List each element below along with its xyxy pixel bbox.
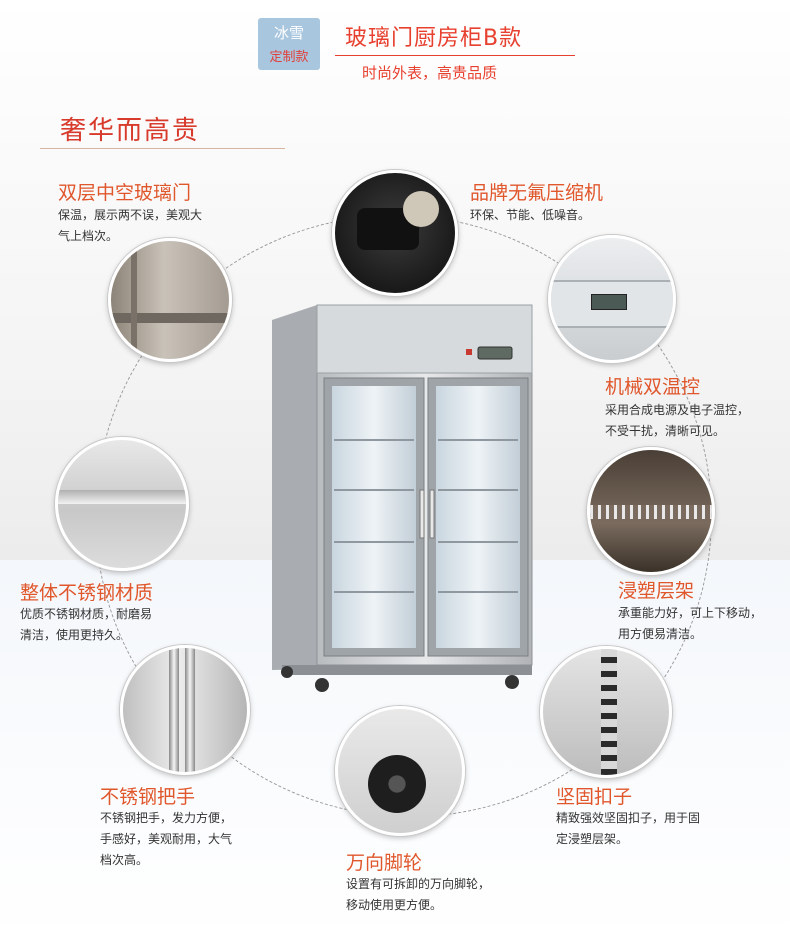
glass-door-frame (131, 241, 137, 359)
section-title: 奢华而高贵 (60, 116, 201, 146)
buckle-photo (540, 646, 672, 778)
feature-glass-desc: 保温，展示两不误，美观大 气上档次。 (58, 205, 202, 247)
thermostat-photo (548, 235, 676, 363)
feature-thermostat-line1: 采用合成电源及电子温控， (605, 403, 750, 417)
product-title: 玻璃门厨房柜B款 (345, 26, 523, 51)
compressor-fan (403, 191, 439, 227)
feature-shelf-desc: 承重能力好，可上下移动， 用方便易清洁。 (618, 603, 762, 645)
feature-caster-line2: 移动使用更方便。 (346, 898, 443, 912)
fridge-illustration (272, 304, 533, 692)
edition-badge: 冰雪 定制款 (258, 18, 320, 70)
badge-line2: 定制款 (269, 50, 309, 65)
feature-handle-desc: 不锈钢把手，发力方便， 手感好，美观耐用，大气 档次高。 (100, 808, 232, 871)
feature-buckle-line1: 精致强效坚固扣子，用于固 (556, 811, 701, 825)
product-subtitle: 时尚外表，高贵品质 (362, 64, 498, 82)
caster-photo (335, 706, 465, 836)
steel-edge (58, 490, 186, 504)
feature-thermostat-line2: 不受干扰，清晰可见。 (605, 424, 726, 438)
feature-glass-title: 双层中空玻璃门 (58, 182, 192, 204)
buckle-slot-strip (601, 649, 617, 775)
handle-bar-left (169, 648, 179, 772)
caster-wheel (368, 755, 426, 813)
feature-thermostat-title: 机械双温控 (605, 376, 701, 398)
shelf-photo (587, 447, 715, 575)
feature-steel-title: 整体不锈钢材质 (20, 582, 154, 604)
steel-material-photo (55, 437, 189, 571)
glass-door-photo (108, 238, 232, 362)
feature-shelf-line2: 用方便易清洁。 (618, 627, 703, 641)
feature-shelf-line1: 承重能力好，可上下移动， (618, 606, 763, 620)
feature-handle-line3: 档次高。 (100, 853, 149, 867)
feature-buckle-desc: 精致强效坚固扣子，用于固 定浸塑层架。 (556, 808, 700, 850)
feature-caster-line1: 设置有可拆卸的万向脚轮， (346, 877, 491, 891)
feature-caster-title: 万向脚轮 (346, 852, 423, 874)
feature-steel-line2: 清洁，使用更持久。 (20, 628, 129, 642)
thermostat-display (591, 294, 627, 310)
feature-shelf-title: 浸塑层架 (618, 580, 695, 602)
feature-compressor-desc: 环保、节能、低噪音。 (470, 205, 590, 226)
feature-caster-desc: 设置有可拆卸的万向脚轮， 移动使用更方便。 (346, 874, 490, 916)
feature-compressor-line1: 环保、节能、低噪音。 (470, 208, 591, 222)
feature-handle-title: 不锈钢把手 (100, 786, 196, 808)
feature-glass-line1: 保温，展示两不误，美观大 (58, 208, 203, 222)
feature-handle-line2: 手感好，美观耐用，大气 (100, 832, 233, 846)
section-divider (40, 148, 285, 149)
handle-bar-right (185, 648, 195, 772)
feature-steel-desc: 优质不锈钢材质，耐磨易 清洁，使用更持久。 (20, 604, 152, 646)
feature-compressor-title: 品牌无氟压缩机 (470, 182, 604, 204)
handle-photo (120, 645, 250, 775)
glass-door-edge (111, 313, 229, 323)
feature-handle-line1: 不锈钢把手，发力方便， (100, 811, 233, 825)
shelf-rack (590, 505, 712, 519)
feature-buckle-line2: 定浸塑层架。 (556, 832, 629, 846)
badge-line1: 冰雪 (273, 24, 304, 42)
compressor-photo (332, 170, 458, 296)
feature-thermostat-desc: 采用合成电源及电子温控， 不受干扰，清晰可见。 (605, 400, 749, 442)
feature-buckle-title: 坚固扣子 (556, 786, 633, 808)
feature-steel-line1: 优质不锈钢材质，耐磨易 (20, 607, 153, 621)
feature-glass-line2: 气上档次。 (58, 229, 119, 243)
header-divider (335, 55, 575, 56)
